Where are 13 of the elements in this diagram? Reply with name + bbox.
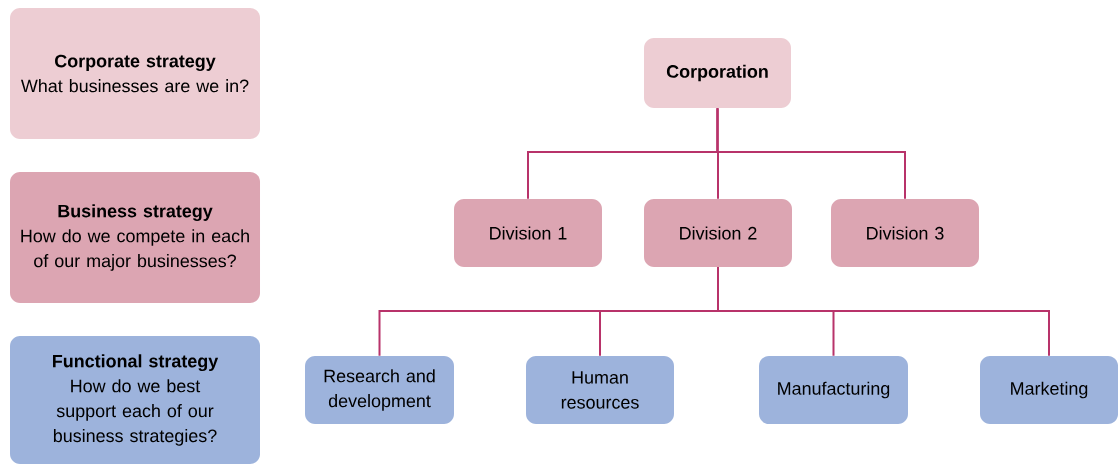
strategy-box: Functional strategy How do we best support each of our business strategies? — [10, 336, 260, 464]
connector-line — [716, 107, 906, 200]
org-box: Human resources — [526, 356, 674, 424]
org-box: Division 2 — [644, 199, 792, 267]
org-box: Marketing — [980, 356, 1118, 424]
strategy-box: Business strategy How do we compete in each of our major businesses? — [10, 172, 260, 303]
org-box: Corporation — [644, 38, 791, 108]
org-box: Research and development — [305, 356, 454, 424]
org-box: Manufacturing — [759, 356, 908, 424]
org-box: Division 1 — [454, 199, 602, 267]
org-box: Division 3 — [831, 199, 979, 267]
connector-line — [717, 266, 1050, 357]
strategy-box: Corporate strategy What businesses are we in? — [10, 8, 260, 139]
